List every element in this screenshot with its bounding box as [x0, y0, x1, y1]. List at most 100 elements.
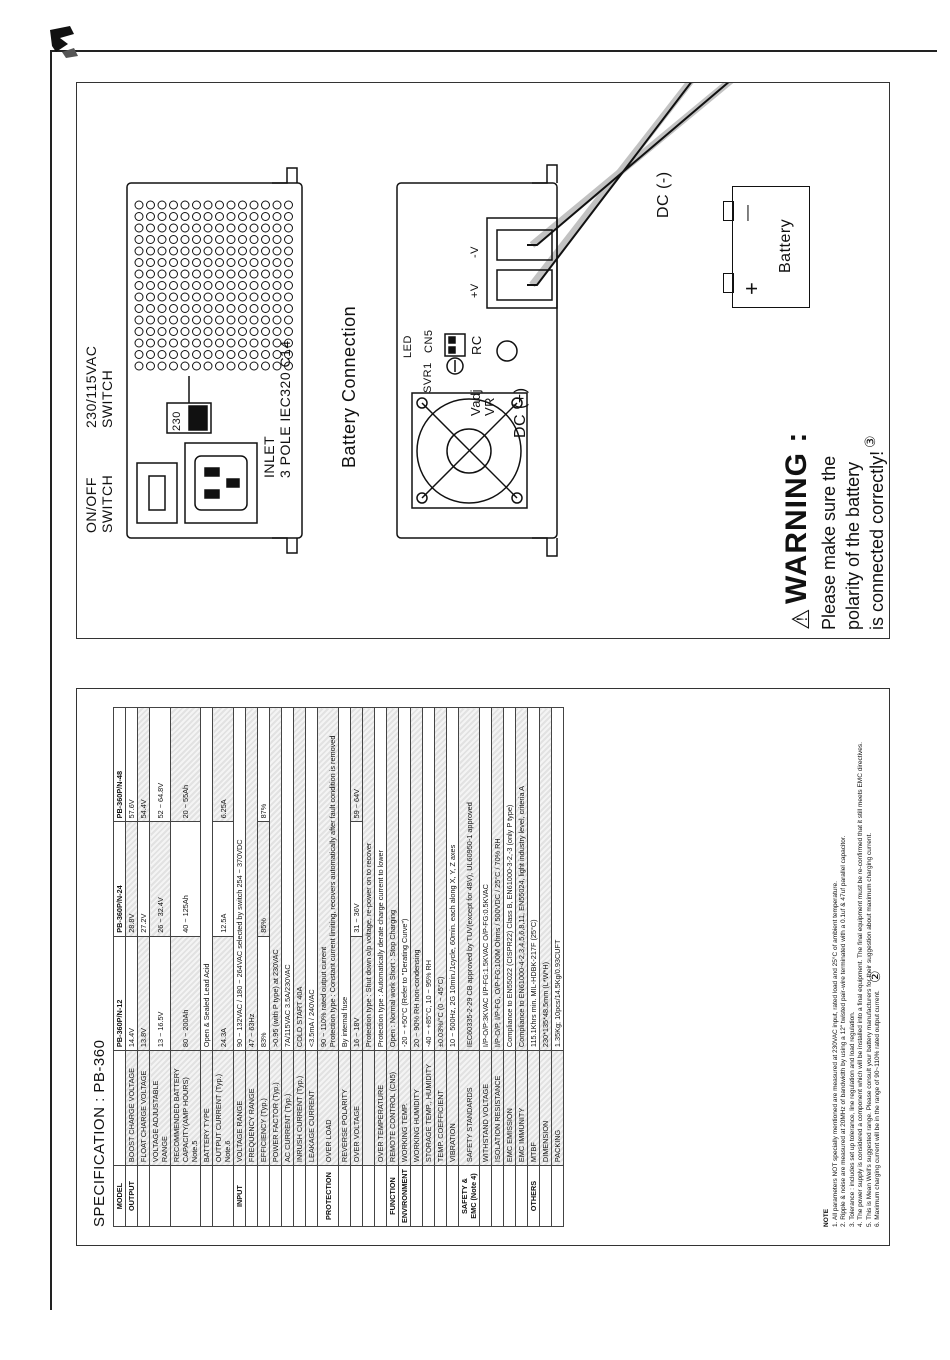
vent-hole: [157, 327, 167, 336]
vent-hole: [192, 361, 201, 371]
note-line: 6. Maximum charging current will be in t…: [874, 990, 881, 1227]
vent-hole: [238, 315, 247, 325]
vent-hole: [203, 350, 213, 359]
spec-value-cell: I/P-O/P:3KVAC I/P-FG:1.5KVAC O/P-FG:0.5K…: [479, 707, 492, 1051]
vent-hole: [272, 223, 282, 233]
vent-hole: [134, 350, 144, 359]
spec-value-cell: ±0.03%/°C (0 ~ 45°C): [434, 707, 447, 1051]
vent-hole: [203, 258, 213, 267]
spec-value-cell: Protection type : Automatically derate c…: [374, 707, 387, 1051]
vent-hole: [180, 361, 190, 371]
cn5-label: CN5: [423, 329, 435, 353]
spec-value-cell: 87%: [257, 707, 270, 822]
spec-value-cell: <3.5mA / 240VAC: [305, 707, 318, 1051]
spec-group-cell: [503, 1165, 516, 1227]
vent-hole: [261, 246, 270, 256]
vent-hole: [249, 350, 259, 359]
vent-hole: [261, 315, 270, 325]
vent-hole: [226, 361, 236, 371]
spec-group-cell: OUTPUT: [125, 1165, 138, 1227]
spec-item-cell: MTBF: [527, 1050, 540, 1166]
vent-hole: [226, 292, 236, 302]
vent-hole: [261, 258, 270, 267]
spec-item-cell: OVER VOLTAGE: [350, 1050, 363, 1166]
vent-hole: [192, 223, 201, 233]
vent-hole: [261, 361, 270, 371]
spec-group-cell: ENVIRONMENT: [398, 1165, 411, 1227]
vent-hole: [249, 281, 259, 290]
spec-header-cell: PB-360P/N-48: [113, 707, 126, 822]
spec-item-cell: VOLTAGE ADJUSTABLE RANGE: [149, 1050, 171, 1166]
spec-value-cell: Compliance to EN55022 (CISPR22) Class B,…: [503, 707, 516, 1051]
vent-hole: [169, 281, 178, 290]
vent-hole: [134, 281, 144, 290]
vent-hole: [215, 292, 224, 302]
spec-item-cell: OUTPUT CURRENT (Typ.) Note.6: [212, 1050, 234, 1166]
vent-hole: [261, 200, 270, 210]
spec-value-cell: I/P-O/P, I/P-FG, O/P-FG:100M Ohms / 500V…: [491, 707, 504, 1051]
vent-hole: [284, 292, 293, 302]
vent-hole: [192, 281, 201, 290]
vent-hole: [134, 212, 144, 221]
vent-hole: [272, 304, 282, 313]
vent-hole: [169, 258, 178, 267]
vent-hole: [203, 361, 213, 371]
spec-group-cell: [200, 1165, 213, 1227]
vent-hole: [146, 292, 155, 302]
vent-hole: [134, 246, 144, 256]
vent-hole: [169, 304, 178, 313]
spec-value-cell: 31 ~ 36V: [350, 821, 363, 937]
vent-hole: [226, 269, 236, 279]
vent-hole: [169, 315, 178, 325]
vent-hole: [284, 235, 293, 244]
spec-group-cell: [479, 1165, 492, 1227]
vent-hole: [180, 350, 190, 359]
spec-item-cell: LEAKAGE CURRENT: [305, 1050, 318, 1166]
vent-hole: [180, 304, 190, 313]
spec-row: EFFICIENCY (Typ.)83%85%87%: [257, 707, 270, 1227]
battery-plus: +: [739, 281, 764, 295]
vent-hole: [203, 235, 213, 244]
spec-value-cell: COLD START 40A: [293, 707, 306, 1051]
page-frame: [50, 50, 937, 1310]
dc-plus-label: DC (+): [512, 387, 529, 438]
vent-hole: [284, 269, 293, 279]
vent-hole: [249, 200, 259, 210]
spec-group-cell: [551, 1165, 564, 1227]
vent-hole: [169, 361, 178, 371]
vent-hole: [157, 361, 167, 371]
vent-hole: [238, 212, 247, 221]
vent-hole: [226, 258, 236, 267]
spec-value-cell: 90 ~ 132VAC / 180 ~ 264VAC selected by s…: [233, 707, 246, 1051]
vent-hole: [249, 258, 259, 267]
spec-value-cell: 13 ~ 16.5V: [149, 936, 171, 1051]
spec-value-cell: 24.3A: [212, 936, 234, 1051]
spec-item-cell: PACKING: [551, 1050, 564, 1166]
vent-hole: [226, 200, 236, 210]
spec-value-cell: 6.25A: [212, 707, 234, 822]
spec-item-cell: VIBRATION: [446, 1050, 459, 1166]
vent-hole: [134, 304, 144, 313]
vent-hole: [215, 223, 224, 233]
spec-value-cell: 230*135*48.5mm (L*W*H): [539, 707, 552, 1051]
vent-hole: [272, 315, 282, 325]
spec-item-cell: WORKING HUMIDITY: [410, 1050, 423, 1166]
vent-hole: [192, 315, 201, 325]
vent-hole: [157, 258, 167, 267]
spec-group-cell: PROTECTION: [317, 1165, 339, 1227]
warning-triangle-icon: ⚠: [788, 607, 815, 630]
spec-value-cell: -40 ~ +85°C, 10 ~ 95% RH: [422, 707, 435, 1051]
spec-value-cell: 57.6V: [125, 707, 138, 822]
vent-hole: [146, 269, 155, 279]
vent-hole: [157, 212, 167, 221]
svr1-label: SVR1: [422, 362, 434, 393]
vent-hole: [284, 281, 293, 290]
spec-header-cell: PB-360P/N-24: [113, 821, 126, 937]
